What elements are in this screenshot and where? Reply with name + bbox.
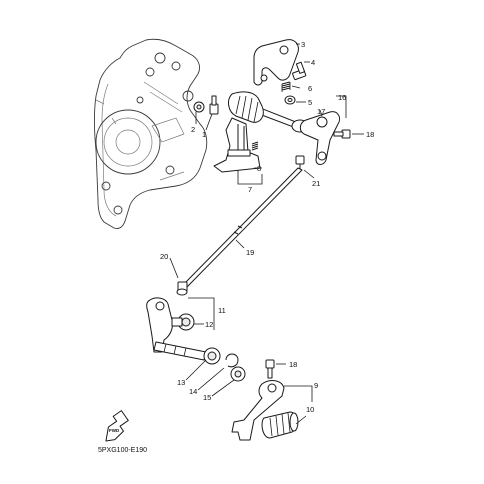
callout-16: 16 [338, 93, 346, 102]
part-17-shift-arm [299, 111, 341, 165]
part-12-joint [171, 313, 195, 331]
fwd-label: FWD [109, 428, 120, 433]
callout-8: 8 [257, 164, 261, 173]
crankcase-outline [94, 38, 208, 229]
diagram-code: 5PXG100-E190 [98, 447, 147, 454]
part-13-oil-seal [203, 347, 221, 365]
callout-2: 2 [191, 125, 195, 134]
part-5-collar [284, 95, 296, 105]
callout-13: 13 [177, 378, 185, 387]
callout-10: 10 [306, 405, 314, 414]
part-4-bolt [292, 61, 307, 81]
callout-5: 5 [308, 98, 312, 107]
part-7-shift-lever-assy [213, 117, 261, 173]
callout-18-upper: 18 [366, 130, 374, 139]
callout-20: 20 [160, 252, 168, 261]
callout-19: 19 [246, 248, 254, 257]
callout-21: 21 [312, 179, 320, 188]
callout-17: 17 [317, 107, 325, 116]
callout-labels: 3 4 6 5 2 1 16 17 18 21 8 7 19 20 11 12 … [160, 40, 374, 414]
callout-3: 3 [301, 40, 305, 49]
callout-4: 4 [311, 58, 315, 67]
part-14-circlip [225, 353, 239, 368]
callout-11: 11 [218, 306, 226, 315]
part-6-spring [281, 81, 291, 92]
part-21-joint [295, 155, 305, 170]
shift-shaft-lower [153, 341, 207, 361]
part-18-bolt-upper [333, 129, 351, 139]
part-9-shift-pedal [231, 380, 285, 441]
callout-14: 14 [189, 387, 197, 396]
shift-shaft-upper [228, 91, 309, 133]
part-19-shift-rod [181, 167, 303, 289]
callout-6: 6 [308, 84, 312, 93]
callout-1: 1 [202, 130, 206, 139]
part-2-washer [193, 101, 205, 113]
callout-15: 15 [203, 393, 211, 402]
callout-7: 7 [248, 185, 252, 194]
part-3-stopper-plate [253, 39, 299, 86]
callout-18-lower: 18 [289, 360, 297, 369]
part-8-spring [251, 141, 259, 151]
callout-9: 9 [314, 381, 318, 390]
part-11-shift-arm-lower [146, 297, 173, 353]
fwd-arrow-icon: FWD [105, 410, 129, 442]
part-1-stud [209, 95, 219, 115]
part-20-nut [176, 281, 188, 296]
part-15-washer [230, 366, 246, 382]
part-10-pedal-rubber [261, 411, 299, 439]
callout-12: 12 [205, 320, 213, 329]
leader-lines [169, 43, 364, 425]
part-18-bolt-lower [265, 359, 275, 379]
